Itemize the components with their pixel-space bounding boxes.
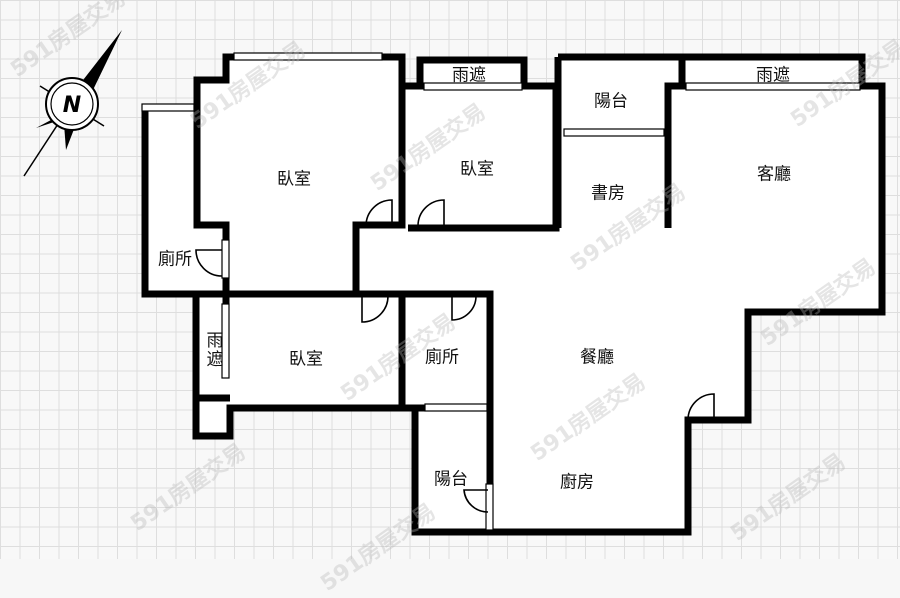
- room-label-toilet-left: 廁所: [158, 249, 192, 270]
- room-label-kitchen: 廚房: [560, 472, 594, 493]
- windows: [141, 52, 861, 531]
- room-label-canopy-top-right: 雨遮: [756, 65, 790, 86]
- svg-text:N: N: [63, 93, 81, 118]
- room-label-bedroom-1: 臥室: [277, 169, 311, 190]
- floor-fill: [145, 57, 882, 532]
- doors: [195, 199, 715, 513]
- floor-plan-drawing: N: [23, 30, 886, 536]
- room-label-balcony-top: 陽台: [594, 91, 628, 112]
- compass-icon: N: [23, 30, 122, 177]
- room-label-dining-room: 餐廳: [580, 347, 614, 368]
- room-label-bedroom-2: 臥室: [460, 159, 494, 180]
- room-label-canopy-top-left: 雨遮: [452, 65, 486, 86]
- room-label-toilet-middle: 廁所: [425, 347, 459, 368]
- room-label-balcony-bottom: 陽台: [434, 469, 468, 490]
- room-label-bedroom-3: 臥室: [289, 349, 323, 370]
- room-label-living-room: 客廳: [757, 164, 791, 185]
- room-label-study: 書房: [591, 183, 625, 204]
- room-label-canopy-left: 雨遮: [202, 331, 223, 369]
